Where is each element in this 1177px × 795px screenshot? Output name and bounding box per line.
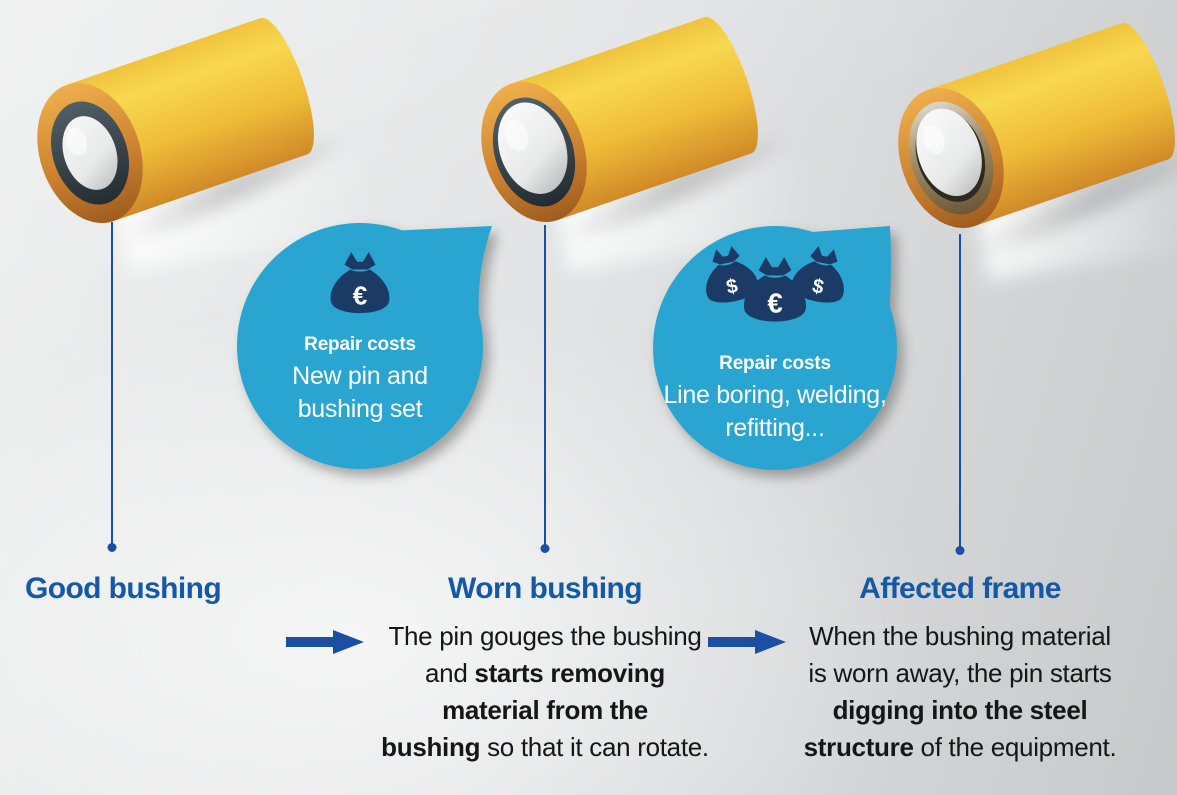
bubble-content: $ $ € Repair costs Line boring, welding,…	[635, 208, 915, 488]
currency-symbol: $	[724, 275, 739, 299]
arrow-icon	[708, 630, 786, 654]
money-bag-icon: €	[330, 252, 390, 314]
connector-line-frame	[959, 234, 961, 547]
speech-bubble-shape	[237, 223, 492, 469]
repair-costs-bubble-frame: $ $ € Repair costs Line boring, welding,…	[635, 208, 915, 488]
bushing-illustration-good	[37, 17, 314, 223]
connector-line-good	[111, 222, 113, 544]
bubble-text: Line boring, welding,refitting...	[663, 381, 887, 442]
currency-symbol: €	[353, 280, 368, 310]
bushing-illustration-worn	[481, 16, 758, 222]
stage-title-frame: Affected frame	[859, 572, 1061, 605]
currency-symbol: $	[810, 275, 825, 299]
bushing-illustration-frame	[898, 22, 1175, 228]
stage-title-worn: Worn bushing	[448, 572, 642, 605]
arrow-icon	[286, 630, 364, 654]
bubble-label: Repair costs	[304, 334, 416, 355]
bubble-label: Repair costs	[719, 353, 831, 374]
money-bags-icon: $ $ €	[698, 246, 852, 322]
stage-title-good: Good bushing	[25, 572, 222, 605]
currency-symbol: €	[767, 287, 782, 318]
connector-line-worn	[544, 225, 546, 545]
